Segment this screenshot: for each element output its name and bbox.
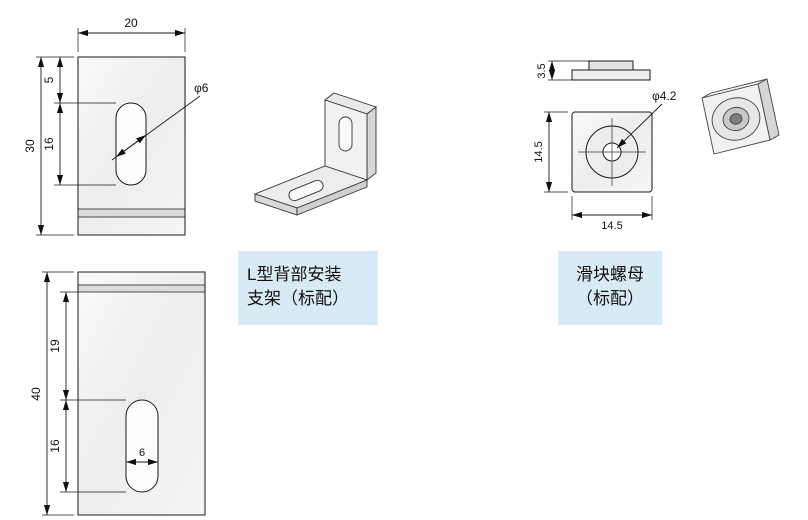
nut-iso-view bbox=[701, 78, 780, 155]
bracket-iso-base-edge bbox=[296, 179, 368, 216]
dim-bracket-front-width: 20 bbox=[77, 16, 186, 52]
bracket-iso-flange-slot bbox=[338, 116, 353, 152]
dim-label-nut-width: 14.5 bbox=[601, 220, 622, 232]
dim-bracket-front-height: 30 bbox=[23, 56, 74, 236]
dim-bracket-side-chain: 19 16 bbox=[48, 291, 126, 493]
dim-bracket-side-height: 40 bbox=[29, 271, 74, 516]
dim-label-lower-16: 16 bbox=[48, 439, 62, 453]
dim-nut-hole: φ4.2 bbox=[616, 89, 677, 149]
dim-nut-thickness: 3.5 bbox=[536, 60, 589, 81]
bracket-front-view: 20 30 5 16 φ6 bbox=[23, 16, 209, 236]
bracket-caption-line1: L型背部安装 bbox=[247, 265, 341, 284]
nut-caption-line1: 滑块螺母 bbox=[576, 265, 644, 284]
dim-label-slot-width-6: 6 bbox=[139, 447, 145, 459]
dim-nut-height: 14.5 bbox=[533, 111, 568, 193]
bracket-side-bend-band bbox=[78, 285, 205, 292]
bracket-caption: L型背部安装 支架（标配） bbox=[238, 251, 378, 325]
dim-label-height-40: 40 bbox=[29, 387, 43, 401]
dim-nut-width: 14.5 bbox=[571, 196, 653, 232]
nut-caption: 滑块螺母 （标配） bbox=[558, 251, 662, 325]
dim-label-height-30: 30 bbox=[23, 139, 37, 153]
bracket-iso-base-slot bbox=[288, 179, 324, 202]
dim-label-offset-5: 5 bbox=[42, 76, 56, 83]
nut-caption-line2: （标配） bbox=[576, 289, 644, 308]
nut-side-base bbox=[571, 69, 651, 81]
dim-label-width-20: 20 bbox=[124, 16, 138, 30]
nut-caption-box bbox=[558, 251, 662, 325]
dim-label-hole-d4-2: φ4.2 bbox=[652, 89, 677, 103]
dim-label-hole-d6: φ6 bbox=[194, 81, 209, 95]
bracket-front-slot bbox=[115, 102, 147, 186]
bracket-side-slot bbox=[125, 399, 159, 493]
dim-bracket-front-hole: φ6 bbox=[111, 81, 209, 161]
bracket-side-view: 40 19 16 6 bbox=[29, 271, 206, 516]
bracket-front-bend-band bbox=[78, 209, 185, 217]
dim-bracket-side-slot-width: 6 bbox=[126, 447, 158, 466]
dim-label-slot-16: 16 bbox=[42, 137, 56, 151]
nut-side-view: 3.5 bbox=[536, 60, 651, 81]
dim-bracket-front-chain: 5 16 bbox=[42, 57, 116, 186]
dim-label-upper-19: 19 bbox=[48, 339, 62, 353]
dim-label-nut-height: 14.5 bbox=[533, 141, 545, 162]
bracket-caption-line2: 支架（标配） bbox=[247, 289, 349, 308]
bracket-iso-flange-side bbox=[366, 106, 377, 181]
nut-side-boss bbox=[588, 60, 634, 71]
bracket-iso-view bbox=[253, 92, 377, 216]
nut-iso-hole bbox=[729, 113, 743, 125]
dim-label-thickness-3-5: 3.5 bbox=[536, 63, 548, 78]
bracket-caption-box bbox=[238, 251, 378, 325]
nut-front-view: φ4.2 14.5 14.5 bbox=[533, 89, 677, 232]
